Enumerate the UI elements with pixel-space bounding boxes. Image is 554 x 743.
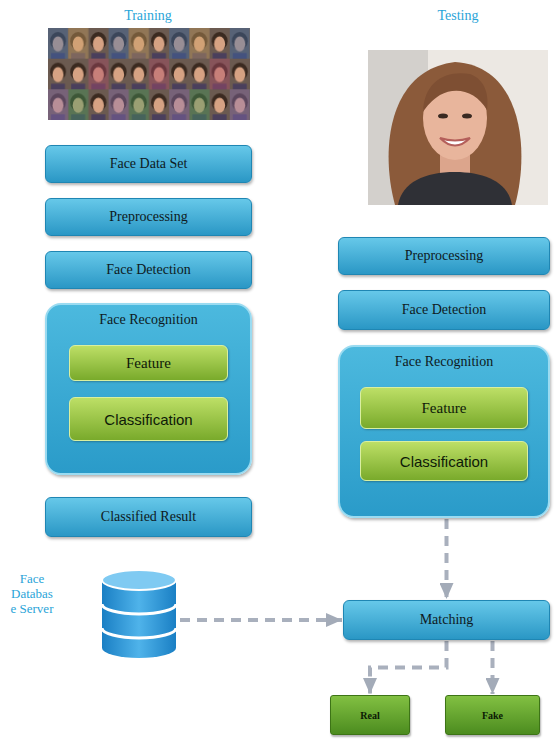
photo-eye (438, 114, 448, 119)
process-box: Preprocessing (45, 198, 252, 236)
cylinder-band (102, 628, 176, 638)
face-dataset-grid (48, 28, 250, 120)
feature-box: Classification (360, 441, 528, 481)
process-box: Face Detection (338, 290, 550, 330)
result-box: Real (330, 695, 410, 735)
test-face-photo (368, 50, 548, 205)
dashed-arrow (445, 519, 449, 599)
process-box: Face Data Set (45, 145, 252, 183)
box-text: Face Data Set (110, 156, 188, 172)
box-text: Real (360, 710, 379, 721)
section-label: Testing (398, 8, 518, 24)
box-text: Face Detection (106, 262, 190, 278)
box-text: Feature (126, 355, 171, 372)
feature-box: Classification (69, 397, 228, 441)
process-box: Matching (343, 600, 550, 640)
box-text: Preprocessing (405, 248, 484, 264)
process-box: Face Detection (45, 251, 252, 289)
photo-bangs (423, 73, 488, 112)
dashed-arrow (370, 641, 447, 694)
photo-shoulders (398, 172, 512, 205)
face-grid-tint (48, 28, 250, 120)
cylinder-top (102, 570, 176, 590)
group-box: Face RecognitionFeatureClassification (338, 345, 550, 518)
dashed-arrow (180, 618, 342, 622)
box-text: Matching (420, 612, 474, 628)
box-text: Classified Result (101, 509, 196, 525)
cylinder-outline (100, 568, 178, 660)
section-label: Training (88, 8, 208, 24)
box-text: Preprocessing (109, 209, 188, 225)
photo-smile (440, 138, 470, 146)
database-label: Face Databas e Server (8, 572, 56, 617)
box-text: Classification (104, 411, 192, 428)
group-box: Face RecognitionFeatureClassification (45, 303, 252, 475)
box-text: Face Recognition (340, 354, 548, 370)
box-text: Face Recognition (47, 312, 250, 328)
result-box: Fake (445, 695, 540, 735)
process-box: Preprocessing (338, 237, 550, 275)
dashed-arrow (491, 641, 495, 694)
photo-hair (389, 62, 522, 205)
box-text: Feature (422, 400, 467, 417)
box-text: Face Detection (402, 302, 486, 318)
photo-eye (462, 114, 472, 119)
face-grid (48, 28, 250, 120)
cylinder-band (102, 604, 176, 614)
cylinder-body (102, 580, 176, 658)
photo-ground (368, 50, 548, 205)
box-text: Classification (400, 453, 488, 470)
box-text: Fake (482, 710, 503, 721)
feature-box: Feature (69, 345, 228, 381)
feature-box: Feature (360, 387, 528, 429)
process-box: Classified Result (45, 497, 252, 537)
database-cylinder: Face Databas e Server (100, 568, 178, 660)
